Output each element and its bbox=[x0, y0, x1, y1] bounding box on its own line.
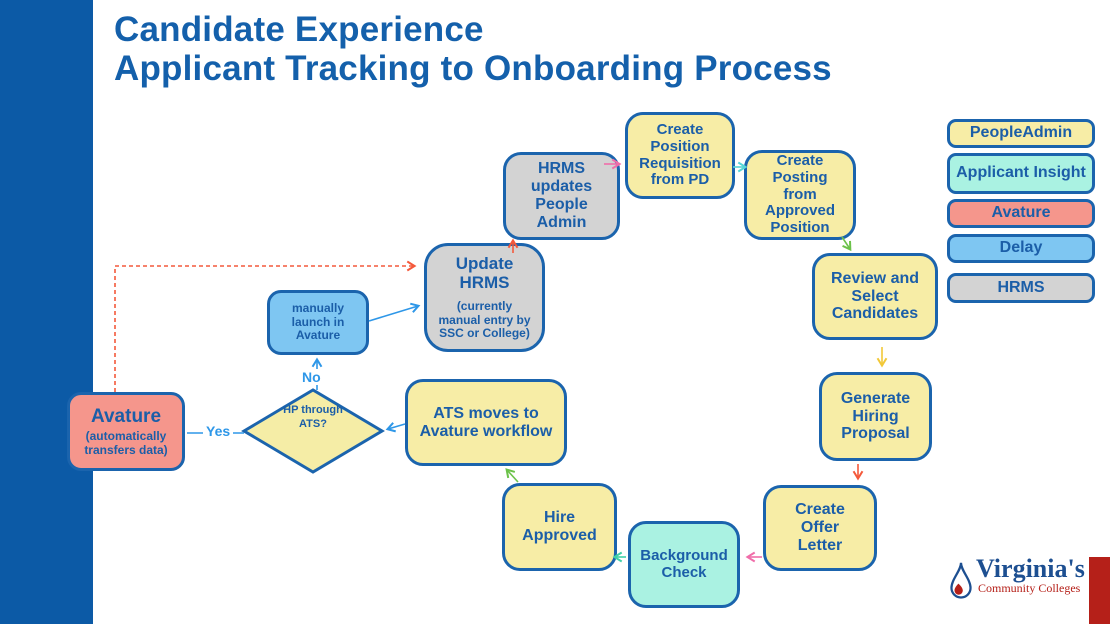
legend-item-avature: Avature bbox=[947, 199, 1095, 228]
edge-manual-launch-to-update-hrms bbox=[368, 302, 421, 322]
edge-avature-to-update-hrms-dashed bbox=[114, 260, 417, 392]
node-ats-moves-to-avature: ATS moves to Avature workflow bbox=[405, 379, 567, 466]
edge-ats-moves-to-decision bbox=[385, 422, 406, 433]
node-label: Create Posting from Approved Position bbox=[764, 152, 835, 237]
node-background-check: Background Check bbox=[628, 521, 740, 608]
node-label: Background Check bbox=[640, 546, 728, 581]
legend-label: Applicant Insight bbox=[956, 164, 1086, 182]
node-label: manually launch in Avature bbox=[291, 300, 345, 343]
title-line-1: Candidate Experience bbox=[114, 10, 484, 49]
node-review-select-candidates: Review and Select Candidates bbox=[812, 253, 938, 340]
node-hrms-updates-people-admin: HRMS updates People Admin bbox=[503, 152, 620, 240]
node-label: Hire Approved bbox=[522, 509, 597, 544]
legend-item-peopleadmin: PeopleAdmin bbox=[947, 119, 1095, 148]
node-create-offer-letter: Create Offer Letter bbox=[763, 485, 877, 571]
node-label: Review and Select Candidates bbox=[830, 269, 920, 323]
legend-item-delay: Delay bbox=[947, 234, 1095, 263]
node-label: Update HRMS bbox=[455, 253, 514, 292]
node-label: Create Position Requisition from PD bbox=[639, 120, 721, 189]
node-manually-launch-avature: manually launch in Avature bbox=[267, 290, 369, 355]
legend-item-hrms: HRMS bbox=[947, 273, 1095, 303]
page-title: Candidate Experience Applicant Tracking … bbox=[114, 10, 832, 88]
node-note: (automatically transfers data) bbox=[84, 428, 168, 457]
node-create-posting: Create Posting from Approved Position bbox=[744, 150, 856, 240]
node-label: ATS moves to Avature workflow bbox=[419, 404, 553, 440]
decision-label: HP through ATS? bbox=[283, 404, 343, 430]
node-label: HRMS updates People Admin bbox=[530, 160, 593, 231]
node-label: Generate Hiring Proposal bbox=[840, 389, 911, 443]
left-blue-stripe bbox=[0, 0, 93, 624]
title-line-2: Applicant Tracking to Onboarding Process bbox=[114, 49, 832, 89]
legend-label: Delay bbox=[999, 239, 1043, 257]
legend-label: Avature bbox=[991, 204, 1051, 222]
node-create-position-requisition: Create Position Requisition from PD bbox=[625, 112, 735, 199]
bottom-right-red-stripe bbox=[1089, 557, 1110, 624]
legend-label: HRMS bbox=[997, 278, 1045, 296]
node-update-hrms: Update HRMS (currently manual entry by S… bbox=[424, 243, 545, 352]
edge-label-no: No bbox=[299, 369, 324, 385]
node-label: Avature bbox=[90, 405, 162, 427]
logo-subname: Community Colleges bbox=[978, 581, 1081, 595]
edge-hire-approved-to-ats-moves bbox=[505, 468, 519, 483]
legend-item-applicant-insight: Applicant Insight bbox=[947, 153, 1095, 194]
node-avature: Avature (automatically transfers data) bbox=[67, 392, 185, 471]
legend-label: PeopleAdmin bbox=[969, 124, 1073, 142]
droplet-icon bbox=[950, 562, 972, 599]
virginias-community-colleges-logo: Virginia's Community Colleges bbox=[948, 556, 1085, 602]
logo-name: Virginia's bbox=[976, 554, 1085, 583]
node-note: (currently manual entry by SSC or Colleg… bbox=[438, 298, 531, 341]
node-label: Create Offer Letter bbox=[795, 501, 845, 554]
node-generate-hiring-proposal: Generate Hiring Proposal bbox=[819, 372, 932, 461]
edge-label-yes: Yes bbox=[203, 423, 234, 439]
node-hire-approved: Hire Approved bbox=[502, 483, 617, 571]
